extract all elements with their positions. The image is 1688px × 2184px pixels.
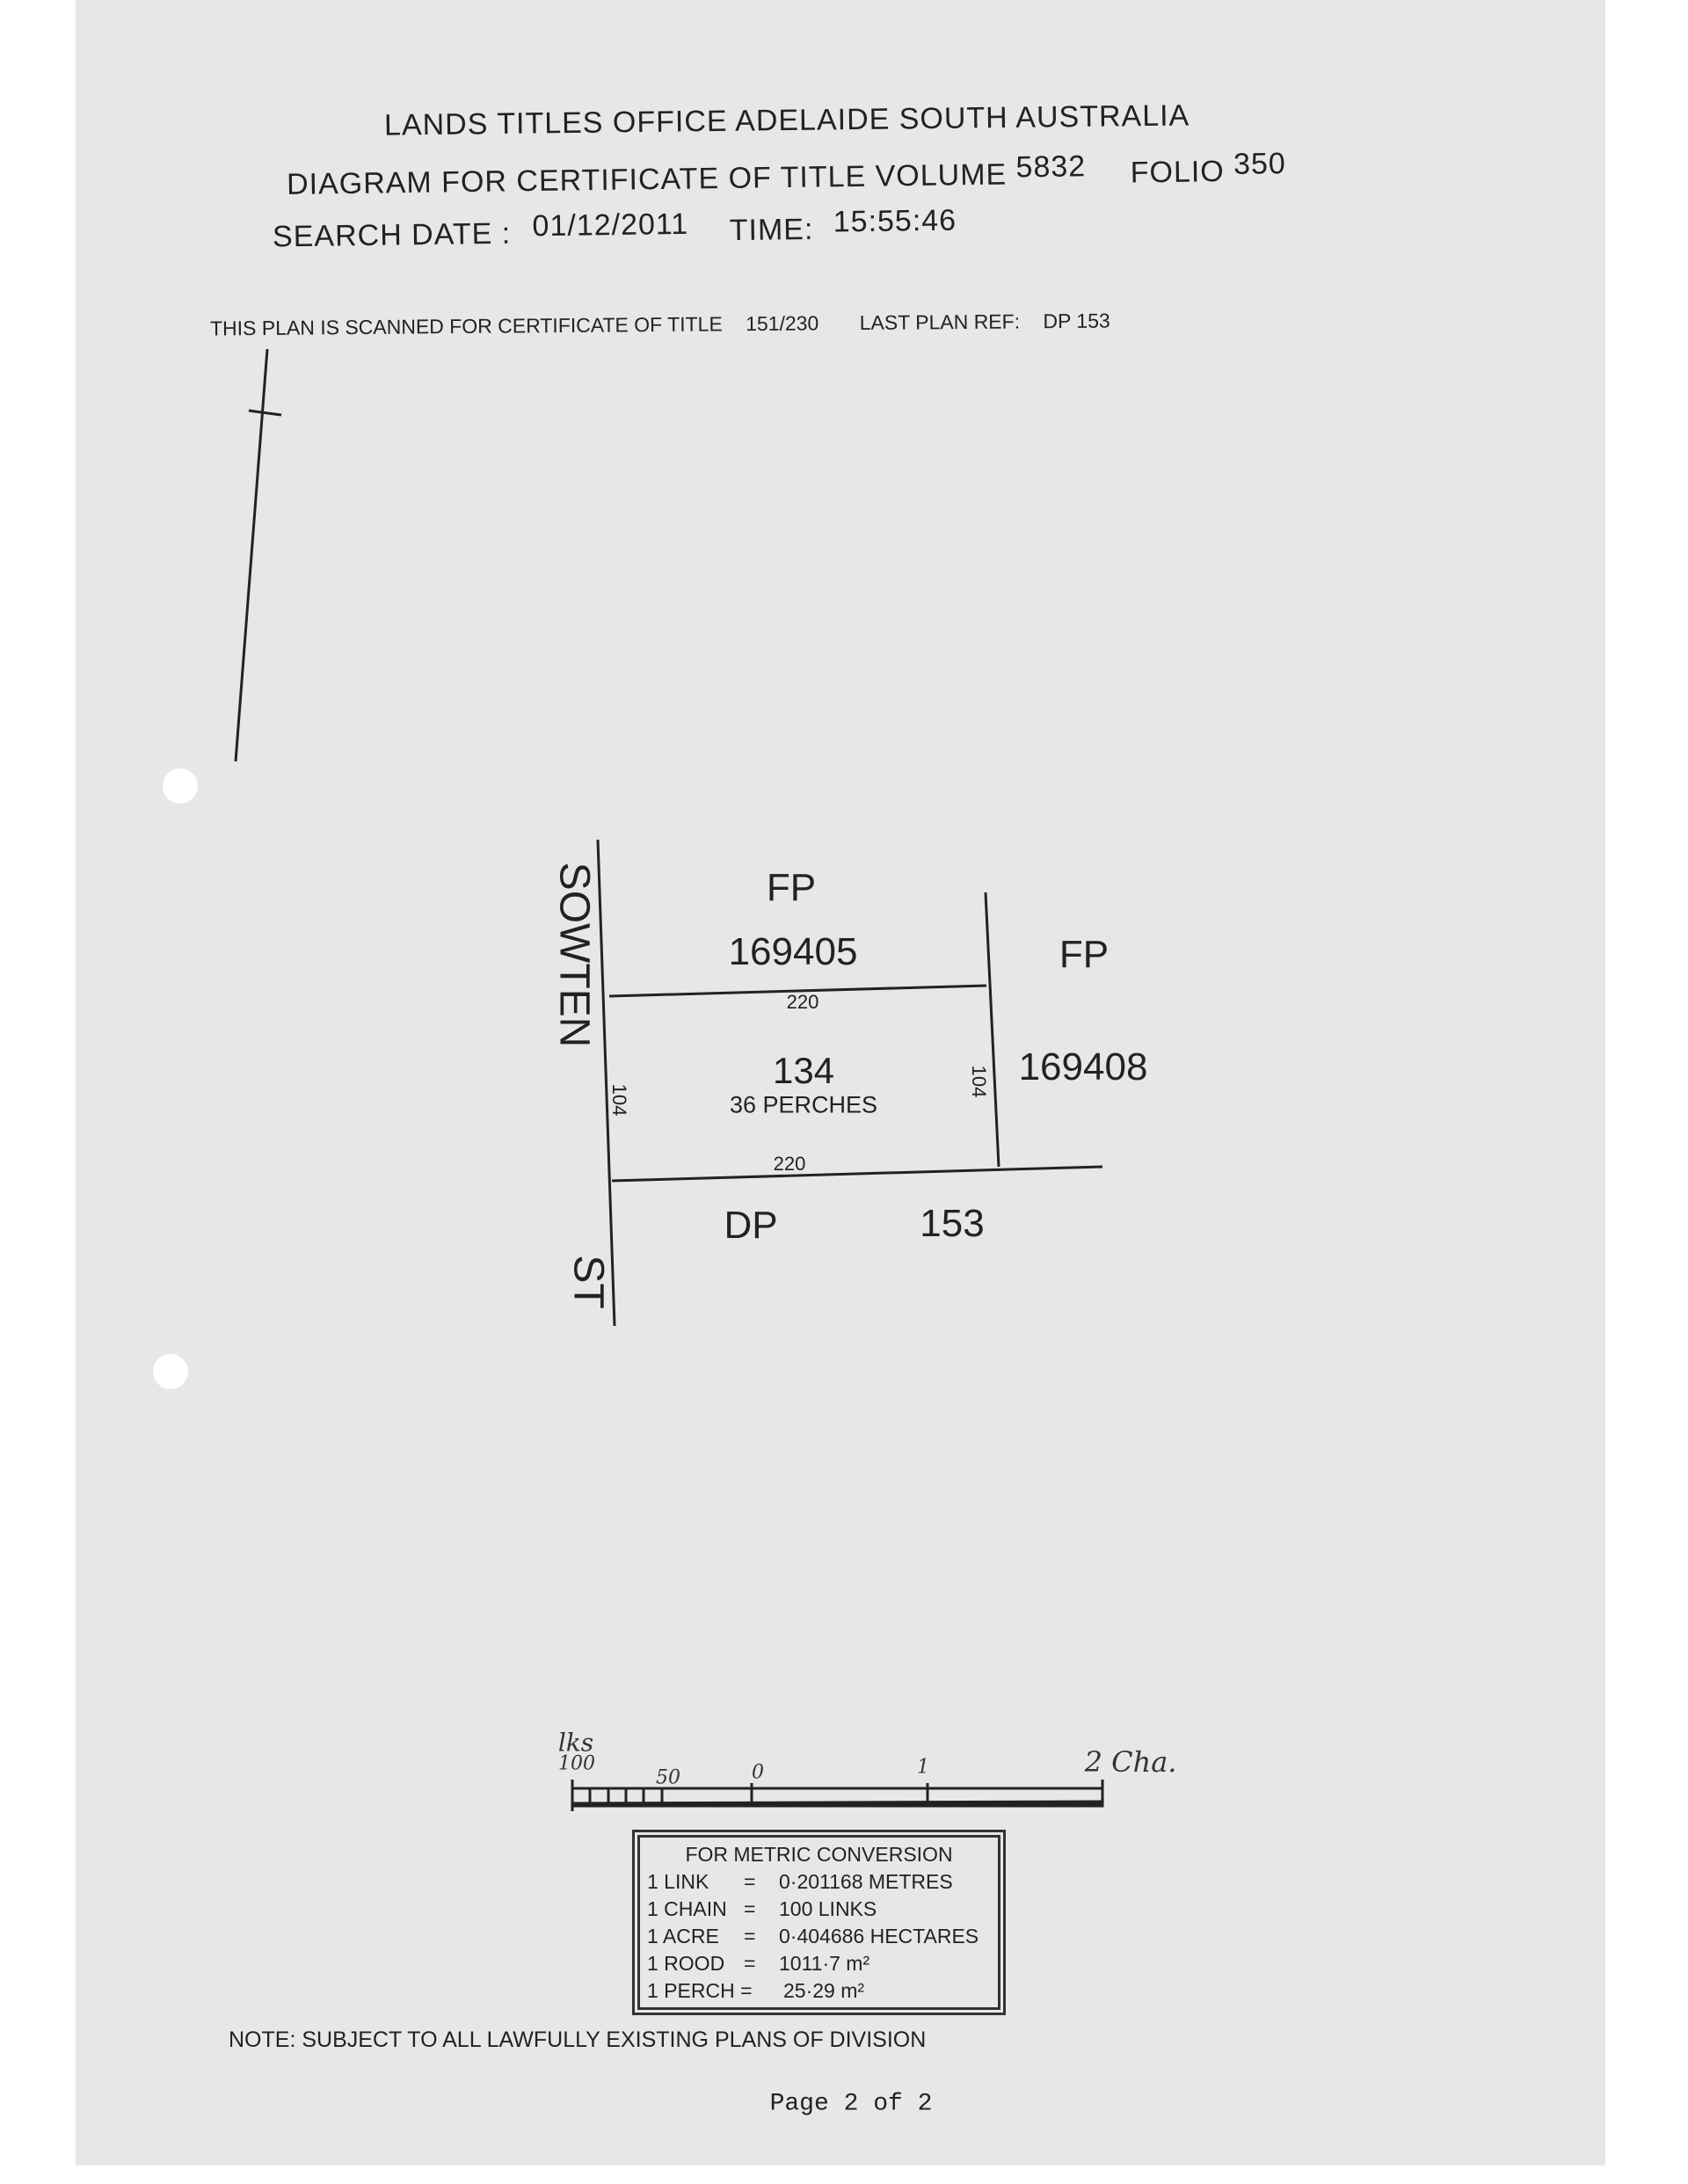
conversion-row: 1 PERCH = 25·29 m² [647, 1977, 991, 2005]
bottom-dimension: 220 [773, 1153, 806, 1175]
conversion-row: 1 ROOD = 1011·7 m² [647, 1950, 991, 1977]
folio-number: 350 [1233, 147, 1287, 181]
scale-label-chains: 2 Cha. [1084, 1745, 1177, 1779]
top-dimension: 220 [786, 991, 819, 1013]
value: 0·404686 HECTARES [779, 1925, 979, 1947]
lot-north-boundary [608, 984, 987, 998]
title-ref: 151/230 [746, 311, 819, 336]
margin-tick [248, 409, 282, 417]
scale-label-0: 0 [752, 1761, 764, 1784]
punch-hole [163, 768, 198, 804]
conversion-row: 1 CHAIN = 100 LINKS [647, 1896, 991, 1923]
value: 25·29 m² [783, 1979, 865, 2002]
division-note: NOTE: SUBJECT TO ALL LAWFULLY EXISTING P… [229, 2027, 927, 2052]
lot-south-boundary [611, 1165, 1103, 1183]
scale-unit-links: lks [557, 1728, 594, 1758]
east-plan-number: 169408 [1018, 1045, 1148, 1088]
street-name: SOWTEN [550, 862, 598, 1048]
volume-number: 5832 [1015, 149, 1087, 185]
equals: = [744, 1897, 756, 1920]
lot-area: 36 PERCHES [729, 1091, 878, 1118]
value: 1011·7 m² [779, 1952, 870, 1975]
lot-number: 134 [772, 1050, 835, 1091]
equals: = [744, 1870, 756, 1893]
south-plan-number: 153 [920, 1202, 985, 1245]
page-number: Page 2 of 2 [769, 2090, 933, 2118]
punch-hole [153, 1354, 188, 1389]
scale-label-100: 100 [558, 1752, 595, 1775]
conversion-row: 1 LINK = 0·201168 METRES [647, 1868, 991, 1896]
scale-label-1: 1 [917, 1756, 929, 1779]
unit: 1 CHAIN [647, 1897, 727, 1920]
value: 100 LINKS [779, 1897, 877, 1920]
right-dimension: 104 [968, 1065, 990, 1098]
search-date-label: SEARCH DATE : [272, 216, 512, 254]
time-label: TIME: [729, 212, 814, 248]
equals: = [744, 1925, 756, 1947]
north-plan-number: 169405 [728, 930, 858, 973]
folio-label: FOLIO [1130, 155, 1225, 190]
metric-conversion-box: FOR METRIC CONVERSION 1 LINK = 0·201168 ME… [632, 1830, 1006, 2015]
value: 0·201168 METRES [779, 1870, 953, 1893]
unit: 1 LINK [647, 1870, 709, 1893]
equals: = [744, 1952, 756, 1975]
lot-east-boundary [984, 892, 1000, 1168]
unit: 1 PERCH = [647, 1979, 753, 2002]
search-time: 15:55:46 [833, 203, 957, 239]
scan-label: THIS PLAN IS SCANNED FOR CERTIFICATE OF … [209, 312, 723, 340]
north-plan-type: FP [766, 866, 817, 909]
search-date: 01/12/2011 [532, 207, 689, 244]
street-suffix: ST [564, 1255, 612, 1309]
last-plan-ref: DP 153 [1043, 309, 1110, 333]
conversion-title: FOR METRIC CONVERSION [685, 1843, 953, 1866]
scale-label-50: 50 [656, 1766, 680, 1789]
last-plan-label: LAST PLAN REF: [859, 309, 1021, 335]
unit: 1 ACRE [647, 1925, 719, 1947]
left-dimension: 104 [608, 1083, 630, 1117]
street-boundary-line [596, 839, 616, 1327]
conversion-row: 1 ACRE = 0·404686 HECTARES [647, 1923, 991, 1950]
margin-line [234, 348, 269, 762]
unit: 1 ROOD [647, 1952, 725, 1975]
east-plan-type: FP [1059, 933, 1110, 976]
south-plan-type: DP [724, 1204, 778, 1247]
